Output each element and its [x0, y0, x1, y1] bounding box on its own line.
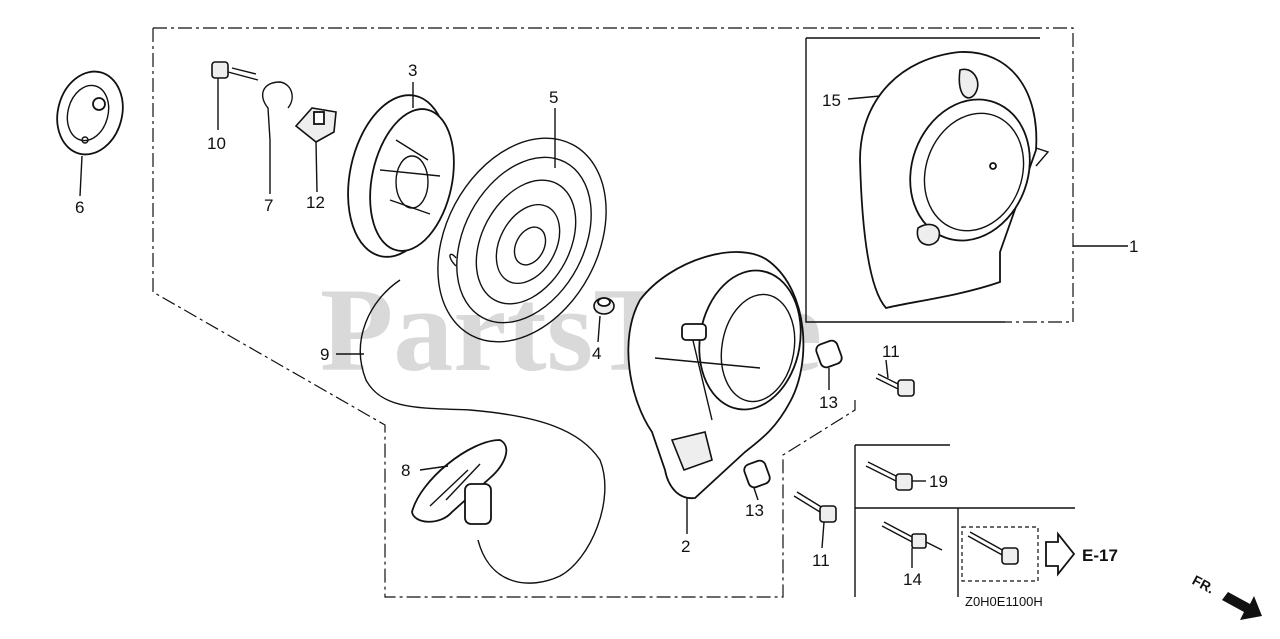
part-9-rope — [359, 279, 606, 584]
leader-lines — [79, 78, 1128, 568]
part-6-plate — [56, 70, 124, 156]
front-direction-arrow-icon — [1222, 592, 1262, 620]
label-part-11-lower: 11 — [812, 551, 830, 570]
label-part-11-upper: 11 — [882, 342, 900, 361]
label-part-14: 14 — [903, 570, 922, 589]
part-11-bolt-upper — [875, 373, 915, 397]
part-12-ratchet — [294, 107, 337, 143]
part-5-spring — [437, 137, 607, 343]
part-19-bolt — [865, 461, 913, 491]
label-part-2: 2 — [681, 537, 690, 556]
label-part-15: 15 — [822, 91, 841, 110]
label-part-1: 1 — [1129, 237, 1138, 256]
label-part-3: 3 — [408, 61, 417, 80]
cover-box-side — [805, 38, 1005, 323]
label-part-6: 6 — [75, 198, 84, 217]
part-3-reel — [347, 94, 455, 258]
part-15-fan-cover — [859, 51, 1050, 310]
part-8-handle — [411, 439, 508, 525]
label-part-13-upper: 13 — [819, 393, 838, 412]
part-11-bolt-lower — [793, 491, 837, 523]
reference-arrow-icon — [1045, 531, 1076, 577]
label-part-12: 12 — [306, 193, 325, 212]
label-part-19: 19 — [929, 472, 948, 491]
label-part-13-lower: 13 — [745, 501, 764, 520]
label-part-10: 10 — [207, 134, 226, 153]
reference-label: E-17 — [1082, 546, 1118, 565]
part-4-bushing — [593, 297, 615, 315]
reference-bolt — [967, 531, 1019, 565]
part-14-stud-bolt — [881, 521, 943, 551]
label-part-4: 4 — [592, 344, 601, 363]
label-part-8: 8 — [401, 461, 410, 480]
part-10-bolt — [211, 61, 259, 81]
part-2-starter-case — [627, 251, 805, 499]
part-13-spacer-upper — [815, 339, 843, 369]
hardware-box — [854, 444, 1075, 597]
assembly-boundary — [152, 27, 1074, 598]
front-direction-label: FR. — [1190, 572, 1217, 597]
drawing-code: Z0H0E1100H — [965, 594, 1043, 609]
part-13-spacer-lower — [743, 459, 771, 489]
label-part-5: 5 — [549, 88, 558, 107]
label-part-9: 9 — [320, 345, 329, 364]
reference-dashed-box — [961, 526, 1039, 582]
part-7-clip — [261, 81, 293, 141]
label-part-7: 7 — [264, 196, 273, 215]
